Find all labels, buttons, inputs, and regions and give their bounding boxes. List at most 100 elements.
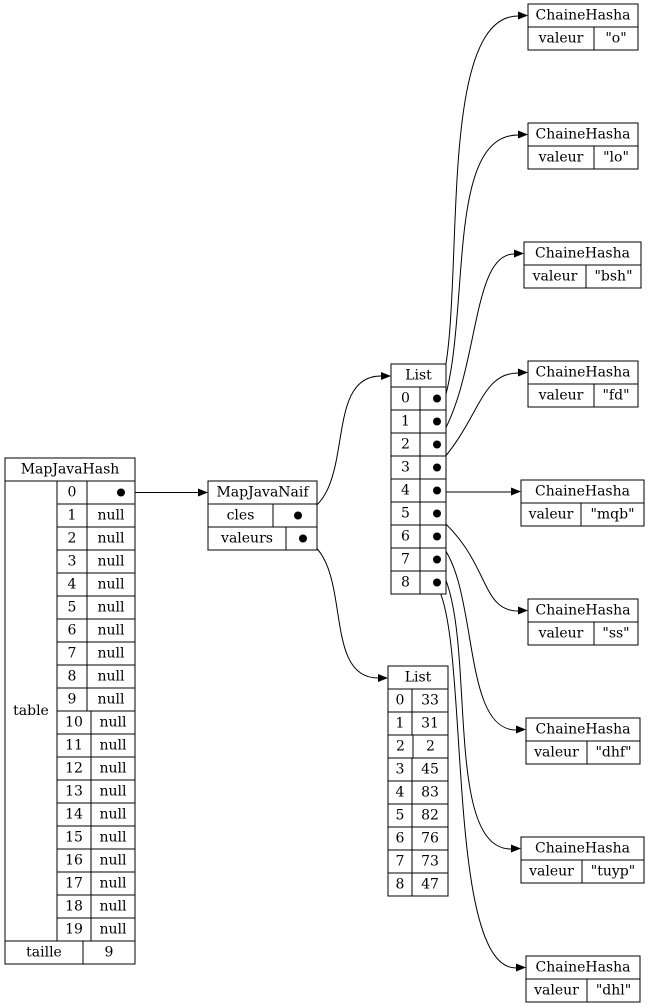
chaine-hasha-value-cell (593, 145, 639, 170)
edges (121, 11, 528, 972)
chaine-hasha-value-cell (585, 264, 642, 289)
map-hash-slot-value: null (100, 738, 128, 754)
map-hash-slot-index: 1 (68, 508, 77, 524)
edge-key-to-chaine (436, 15, 519, 398)
keys-list-pointer (433, 417, 441, 426)
map-hash-slot-index: 12 (65, 761, 83, 777)
chaine-hasha-title: ChaineHasha (535, 841, 630, 857)
keys-list-pointer (433, 555, 441, 564)
map-hash-slot-value: null (100, 784, 128, 800)
map-hash-slot-index: 19 (65, 922, 83, 938)
keys-list-index: 5 (401, 506, 410, 522)
map-hash-slot-index: 13 (65, 784, 83, 800)
values-list-value: 47 (421, 877, 439, 893)
chaine-hasha-title: ChaineHasha (536, 127, 631, 143)
map-hash-slot-value: null (98, 692, 126, 708)
edge-key-to-chaine-arrowhead (518, 130, 528, 139)
chaine-hasha-value-cell (581, 859, 645, 884)
keys-list-index: 6 (401, 529, 410, 545)
map-hash-slot-index: 17 (65, 876, 83, 892)
edge-key-to-chaine-arrowhead (516, 963, 526, 972)
map-hash-slot-index: 9 (68, 692, 77, 708)
chaine-hasha-label: valeur (528, 507, 574, 523)
chaine-hasha-value-cell (586, 740, 641, 765)
map-hash-slot-index: 2 (68, 531, 77, 547)
keys-list-index: 8 (401, 575, 410, 591)
map-hash-slot-index: 14 (65, 807, 83, 823)
edge-key-to-chaine (436, 515, 519, 612)
values-list-index: 5 (396, 808, 405, 824)
map-hash-slot-index: 8 (68, 669, 77, 685)
map-hash-slot-index: 6 (68, 623, 77, 639)
keys-list-pointer (433, 486, 441, 495)
map-hash-taille-value-cell (82, 940, 136, 965)
values-list-index: 7 (396, 854, 405, 870)
edge-key-to-chaine (436, 134, 519, 421)
map-hash-slot-index: 5 (68, 600, 77, 616)
edge-key-to-chaine-arrowhead (518, 11, 528, 20)
edge-valeurs-to-values (302, 538, 379, 679)
map-hash-title: MapJavaHash (21, 462, 120, 478)
map-hash-slot-value: null (98, 623, 126, 639)
map-naif-valeurs-pointer (299, 534, 307, 543)
chaine-hasha-title: ChaineHasha (536, 722, 631, 738)
chaine-hasha-title: ChaineHasha (536, 365, 631, 381)
keys-list-index: 2 (401, 437, 410, 453)
keys-list-title: List (405, 368, 432, 384)
chaine-hasha-label: valeur (533, 745, 579, 761)
values-list-value: 76 (421, 831, 439, 847)
map-hash-slot-index: 10 (65, 715, 83, 731)
keys-list-pointer (433, 463, 441, 472)
chaine-hasha-label: valeur (538, 31, 584, 47)
map-hash-taille-label: taille (26, 945, 62, 961)
values-list-value: 2 (426, 739, 435, 755)
edge-key-to-chaine-arrowhead (518, 606, 528, 615)
values-list-index: 6 (396, 831, 405, 847)
map-hash-slot-value: null (98, 577, 126, 593)
keys-list-index: 1 (401, 414, 410, 430)
map-hash-slot-value: null (100, 761, 128, 777)
chaine-hasha-value: "tuyp" (591, 864, 635, 880)
chaine-hasha-value-cell (593, 26, 639, 51)
map-hash-table-cell (4, 480, 58, 942)
map-hash-slot-value: null (98, 646, 126, 662)
chaine-hasha-value-cell (580, 502, 645, 527)
map-naif-valeurs-label: valeurs (220, 531, 273, 547)
chaine-hasha-value-cell (586, 978, 641, 1003)
map-hash-table-label: table (13, 703, 49, 719)
chaine-hasha-label: valeur (532, 269, 578, 285)
keys-list-index: 3 (401, 460, 410, 476)
values-list-value: 45 (421, 762, 439, 778)
map-hash-slot-index: 3 (68, 554, 77, 570)
map-hash-taille-value: 9 (105, 945, 114, 961)
chaine-hasha-value-cell (593, 383, 639, 408)
map-hash-slot-value: null (98, 669, 126, 685)
map-hash-slot-value-cell (86, 480, 136, 505)
chaine-hasha-title: ChaineHasha (536, 8, 631, 24)
keys-list-pointer (433, 532, 441, 541)
map-hash-slot-index: 15 (65, 830, 83, 846)
values-list-index: 0 (396, 693, 405, 709)
edge-key-to-chaine (436, 539, 517, 731)
map-naif-cles-label: cles (227, 508, 255, 524)
keys-list-pointer (433, 440, 441, 449)
map-hash-slot-index: 4 (68, 577, 77, 593)
map-hash-slot-value: null (100, 922, 128, 938)
values-list-index: 3 (396, 762, 405, 778)
map-hash-slot-value: null (100, 899, 128, 915)
map-hash-slot-value: null (98, 508, 126, 524)
edge-key-to-chaine-arrowhead (511, 844, 521, 853)
values-list-value: 73 (421, 854, 439, 870)
edge-key-to-chaine (436, 585, 517, 969)
map-hash-slot-value: null (98, 600, 126, 616)
keys-list-index: 4 (401, 483, 410, 499)
chaine-hasha-label: valeur (538, 626, 584, 642)
values-list-value-cell (411, 872, 449, 897)
chaine-hasha-value-cell (593, 621, 639, 646)
map-hash-slot-value: null (100, 715, 128, 731)
chaine-hasha-label: valeur (533, 983, 579, 999)
chaine-hasha-title: ChaineHasha (536, 960, 631, 976)
edge-hash-to-naif-arrowhead (198, 488, 208, 497)
keys-list-index: 0 (401, 391, 410, 407)
